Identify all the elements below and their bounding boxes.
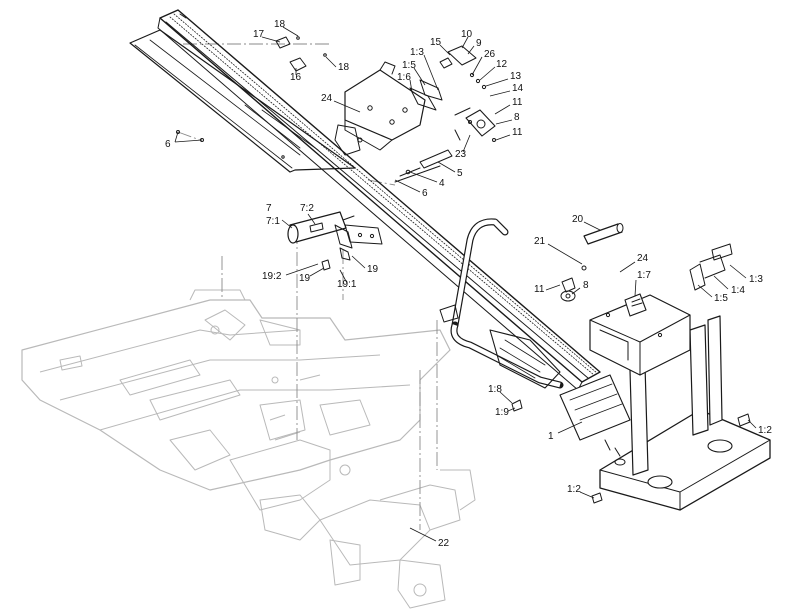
callout-c12b: 1:2 — [758, 425, 772, 436]
callout-c10: 10 — [461, 29, 473, 40]
callout-c11a: 11 — [512, 97, 523, 108]
callout-c22: 22 — [438, 538, 450, 549]
callout-c18b: 18 — [338, 62, 350, 73]
callout-c26: 26 — [484, 49, 496, 60]
upper-mount-bracket — [275, 36, 443, 156]
callout-c6b: 6 — [422, 188, 428, 199]
callout-c21: 21 — [534, 236, 546, 247]
callout-c24b: 24 — [637, 253, 649, 264]
callout-c1: 1 — [548, 431, 554, 442]
callout-c72: 7:2 — [300, 203, 314, 214]
callout-c5: 5 — [457, 168, 463, 179]
handle-bar — [439, 218, 564, 389]
callout-c4: 4 — [439, 178, 445, 189]
callout-c19b: 19 — [299, 273, 311, 284]
callout-c18a: 18 — [274, 19, 286, 30]
callout-c23: 23 — [455, 149, 467, 160]
callout-c15c: 1:5 — [714, 293, 728, 304]
callout-c13b: 13 — [510, 71, 522, 82]
mast-beam — [157, 9, 601, 391]
callout-c15: 15 — [430, 37, 442, 48]
callout-c18: 1:8 — [488, 384, 502, 395]
callout-c6a: 6 — [165, 139, 171, 150]
callout-c16b: 1:6 — [397, 72, 411, 83]
chassis-frame-phantom — [21, 289, 476, 609]
callout-c13a: 1:3 — [410, 47, 424, 58]
callout-c17b: 1:7 — [637, 270, 651, 281]
callout-c9: 9 — [476, 38, 482, 49]
callout-c19a: 19 — [367, 264, 379, 275]
callout-c24a: 24 — [321, 93, 333, 104]
phantom-lines — [177, 43, 438, 530]
callout-c11c: 11 — [534, 284, 545, 295]
callout-c14: 14 — [512, 83, 524, 94]
lift-cylinder — [287, 211, 383, 271]
callout-c16: 16 — [290, 72, 302, 83]
callout-c13c: 1:3 — [749, 274, 763, 285]
callout-c17: 17 — [253, 29, 265, 40]
base-assembly — [511, 243, 771, 511]
callout-c191: 19:1 — [337, 279, 357, 290]
callout-c20: 20 — [572, 214, 584, 225]
callout-c15b: 1:5 — [402, 60, 416, 71]
callout-c12: 12 — [496, 59, 508, 70]
callout-c19c: 1:9 — [495, 407, 509, 418]
callout-c12c: 1:2 — [567, 484, 581, 495]
callout-c7: 7 — [266, 203, 272, 214]
callout-c8b: 8 — [583, 280, 589, 291]
rod-assembly — [560, 223, 624, 302]
callout-c8a: 8 — [514, 112, 520, 123]
callout-c71: 7:1 — [266, 216, 280, 227]
callout-c11b: 11 — [512, 127, 523, 138]
callout-c14b: 1:4 — [731, 285, 745, 296]
leader-lines — [174, 26, 757, 542]
cover-panel — [129, 29, 356, 173]
callout-c192: 19:2 — [262, 271, 282, 282]
